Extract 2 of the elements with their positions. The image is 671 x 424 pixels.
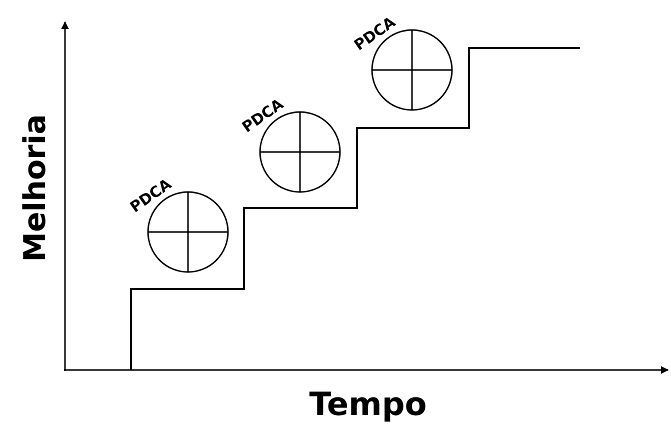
axis-title: Melhoria	[21, 114, 51, 262]
axis-title: Tempo	[309, 388, 427, 420]
